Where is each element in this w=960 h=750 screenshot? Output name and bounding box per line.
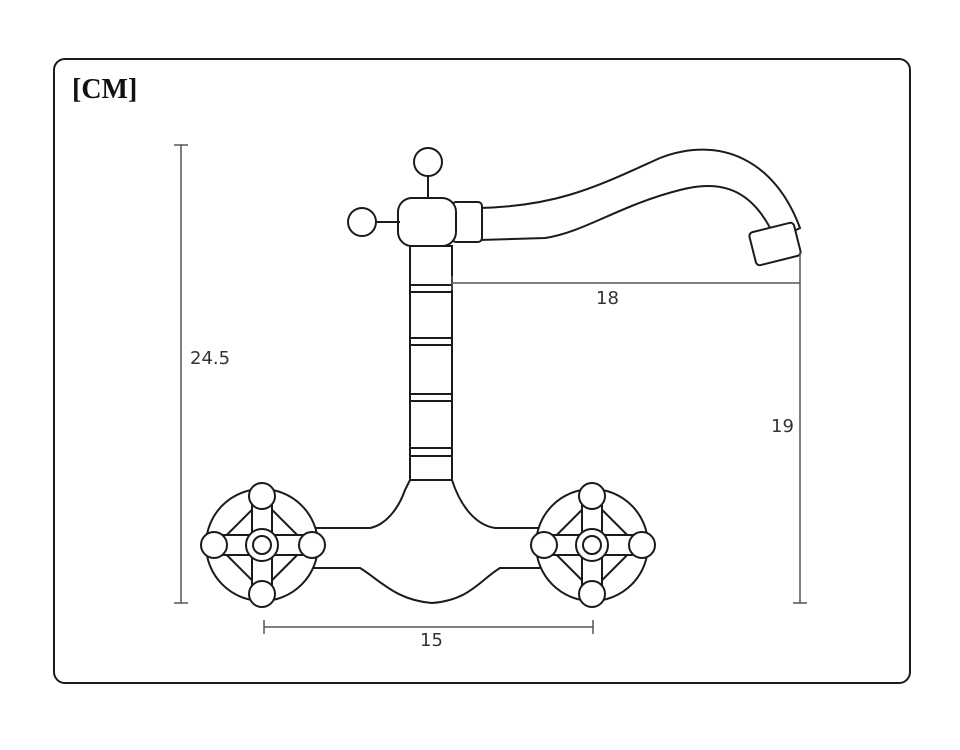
- diagram-frame: [53, 58, 911, 684]
- valve-body: [397, 197, 457, 247]
- unit-label: [CM]: [72, 74, 138, 105]
- height-dimension-line: [174, 144, 188, 604]
- reach-dimension-line: [451, 276, 800, 290]
- side-handle-knob: [347, 207, 377, 237]
- height-label: 24.5: [190, 348, 230, 369]
- top-handle-knob: [413, 147, 443, 177]
- handle-spacing-dimension-line: [263, 620, 594, 634]
- faucet-column: [409, 245, 453, 481]
- spout-height-label: 19: [771, 416, 794, 437]
- left-cross-handle: [200, 482, 326, 608]
- spout: [479, 148, 802, 242]
- right-cross-handle: [530, 482, 656, 608]
- reach-label: 18: [596, 288, 619, 309]
- spout-height-dimension-line: [793, 252, 807, 604]
- spout-aerator: [748, 221, 802, 267]
- handle-spacing-label: 15: [420, 630, 443, 651]
